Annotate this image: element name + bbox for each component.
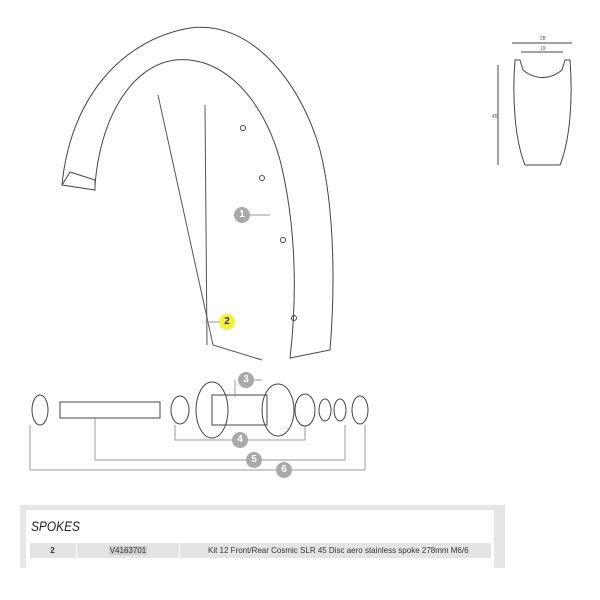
ref-number: 2 — [50, 546, 55, 555]
callout-5[interactable]: 5 — [246, 452, 262, 468]
spokes — [157, 94, 263, 361]
section-title: SPOKES — [31, 518, 80, 534]
part-description: Kit 12 Front/Rear Cosmic SLR 45 Disc aer… — [208, 546, 469, 555]
callout-6[interactable]: 6 — [276, 462, 292, 478]
dim-height: 45 — [492, 114, 498, 120]
callout-1[interactable]: 1 — [234, 207, 250, 223]
dim-width-inner: 19 — [540, 46, 546, 52]
exploded-wheel-diagram: 28 19 45 — [29, 26, 572, 471]
callout-3[interactable]: 3 — [238, 372, 254, 388]
table-row: 2 V4163701 Kit 12 Front/Rear Cosmic SLR … — [30, 543, 491, 558]
callout-2[interactable]: 2 — [219, 314, 235, 330]
callout-4[interactable]: 4 — [232, 432, 248, 448]
leader-lines — [29, 214, 366, 471]
rim-profile-drawing — [497, 42, 572, 166]
dim-width-outer: 28 — [540, 36, 546, 42]
parts-table — [26, 510, 494, 568]
part-code-text: V4163701 — [108, 546, 148, 555]
rim-section — [61, 26, 334, 359]
part-code[interactable]: V4163701 — [76, 543, 180, 558]
hub-parts — [31, 381, 369, 439]
